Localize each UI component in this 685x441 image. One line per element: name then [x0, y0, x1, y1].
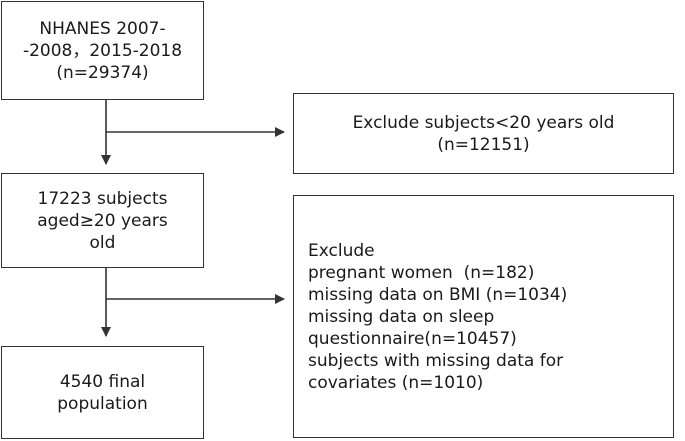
adults-line-3: old — [89, 232, 116, 253]
source-line-1: NHANES 2007- — [39, 18, 166, 39]
exclude-other-line-7: covariates (n=1010) — [308, 372, 484, 393]
exclude-age-line-2: (n=12151) — [437, 134, 530, 155]
exclude-age-line-1: Exclude subjects<20 years old — [352, 112, 615, 133]
source-line-3: (n=29374) — [56, 62, 149, 83]
exclude-other-line-2: pregnant women (n=182) — [308, 262, 535, 283]
final-population-box: 4540 final population — [1, 346, 204, 439]
final-line-2: population — [57, 393, 148, 414]
adults-line-1: 17223 subjects — [37, 188, 168, 209]
adults-line-2: aged≥20 years — [37, 210, 168, 231]
source-line-2: -2008，2015-2018 — [22, 40, 183, 61]
source-population-box: NHANES 2007- -2008，2015-2018 (n=29374) — [1, 1, 204, 100]
exclude-other-line-4: missing data on sleep — [308, 306, 495, 327]
exclude-other-box: Exclude pregnant women (n=182) missing d… — [293, 195, 674, 438]
exclude-other-line-1: Exclude — [308, 240, 375, 261]
exclude-other-line-5: questionnaire(n=10457) — [308, 328, 517, 349]
final-line-1: 4540 final — [59, 371, 146, 392]
exclude-other-line-3: missing data on BMI (n=1034) — [308, 284, 568, 305]
adult-subjects-box: 17223 subjects aged≥20 years old — [1, 173, 204, 268]
exclude-age-box: Exclude subjects<20 years old (n=12151) — [293, 93, 674, 174]
exclude-other-line-6: subjects with missing data for — [308, 350, 564, 371]
